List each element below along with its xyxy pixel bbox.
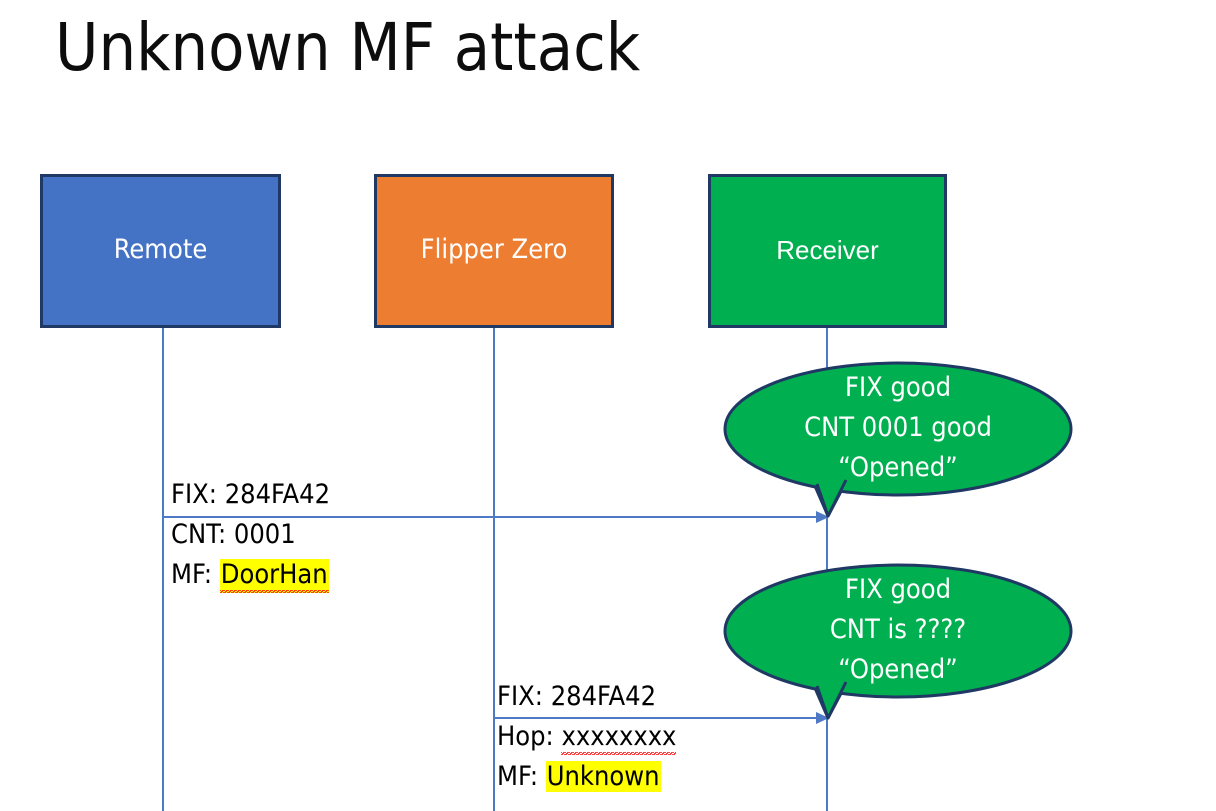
page-title: Unknown MF attack bbox=[55, 9, 641, 86]
actor-box-remote[interactable]: Remote bbox=[40, 174, 281, 328]
message-line-fix-value: 284FA42 bbox=[550, 681, 657, 712]
message-label-remote-to-receiver: FIX: 284FA42 CNT: 0001 MF: DoorHan bbox=[171, 475, 330, 595]
message-line-fix: FIX: 284FA42 bbox=[171, 475, 330, 515]
lifeline-flipper-zero bbox=[493, 328, 495, 811]
message-line-fix: FIX: 284FA42 bbox=[497, 677, 676, 717]
message-line-mf: MF: Unknown bbox=[497, 757, 676, 797]
message-line-mf-label: MF: bbox=[497, 761, 539, 792]
message-line-mf: MF: DoorHan bbox=[171, 555, 330, 595]
lifeline-remote bbox=[162, 328, 164, 811]
callout-shape bbox=[723, 563, 1073, 720]
actor-label-receiver: Receiver bbox=[776, 235, 879, 265]
message-line-cnt-label: CNT: bbox=[171, 519, 227, 550]
actor-box-receiver[interactable]: Receiver bbox=[708, 174, 947, 328]
message-line-fix-value: 284FA42 bbox=[224, 479, 331, 510]
callout-shape bbox=[723, 361, 1073, 518]
message-line-fix-label: FIX: bbox=[497, 681, 543, 712]
message-line-fix-label: FIX: bbox=[171, 479, 217, 510]
message-label-flipper-to-receiver: FIX: 284FA42 Hop: xxxxxxxx MF: Unknown bbox=[497, 677, 677, 797]
message-line-mf-value-highlighted: Unknown bbox=[545, 761, 661, 792]
message-line-mf-value-highlighted: DoorHan bbox=[219, 559, 329, 593]
callout-bubble-receiver-first: FIX good CNT 0001 good “Opened” bbox=[722, 358, 1074, 522]
message-line-hop: Hop: xxxxxxxx bbox=[497, 717, 677, 757]
message-line-mf-label: MF: bbox=[171, 559, 213, 590]
actor-label-flipper-zero: Flipper Zero bbox=[420, 234, 568, 265]
message-line-cnt: CNT: 0001 bbox=[171, 515, 330, 555]
actor-box-flipper-zero[interactable]: Flipper Zero bbox=[374, 174, 614, 328]
actor-label-remote: Remote bbox=[113, 234, 208, 265]
message-line-hop-value: xxxxxxxx bbox=[561, 721, 677, 755]
callout-bubble-receiver-second: FIX good CNT is ???? “Opened” bbox=[722, 560, 1074, 724]
message-line-hop-label: Hop: bbox=[497, 721, 554, 752]
message-line-cnt-value: 0001 bbox=[233, 519, 296, 550]
